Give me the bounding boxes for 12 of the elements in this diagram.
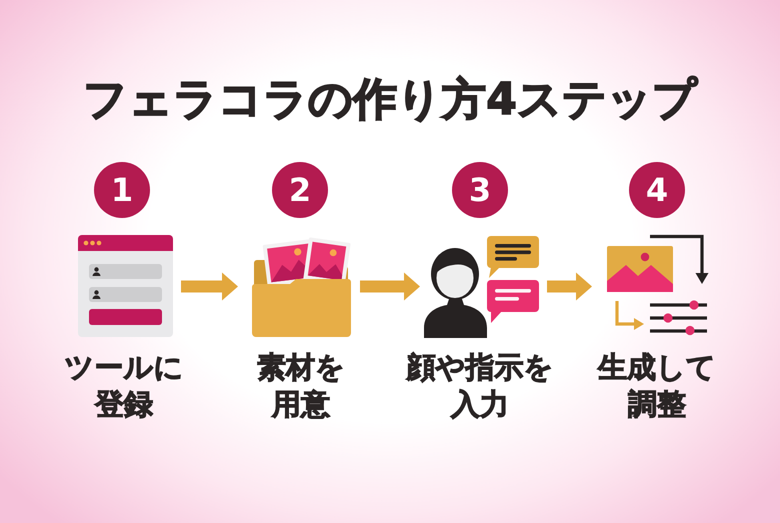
step-number-circle: 1 <box>94 162 150 218</box>
step-caption: 顔や指示を入力 <box>405 349 554 423</box>
arrow <box>181 272 238 300</box>
arrow <box>360 272 420 300</box>
step-number-circle: 3 <box>452 162 508 218</box>
step-caption: 生成して調整 <box>597 349 717 423</box>
arrow <box>547 272 592 300</box>
step-number-circle: 2 <box>272 162 328 218</box>
title: フェラコラの作り方4ステップ <box>83 73 697 127</box>
step-caption: ツールに登録 <box>64 349 184 423</box>
step-caption: 素材を用意 <box>256 349 346 423</box>
step-number-circle: 4 <box>629 162 685 218</box>
